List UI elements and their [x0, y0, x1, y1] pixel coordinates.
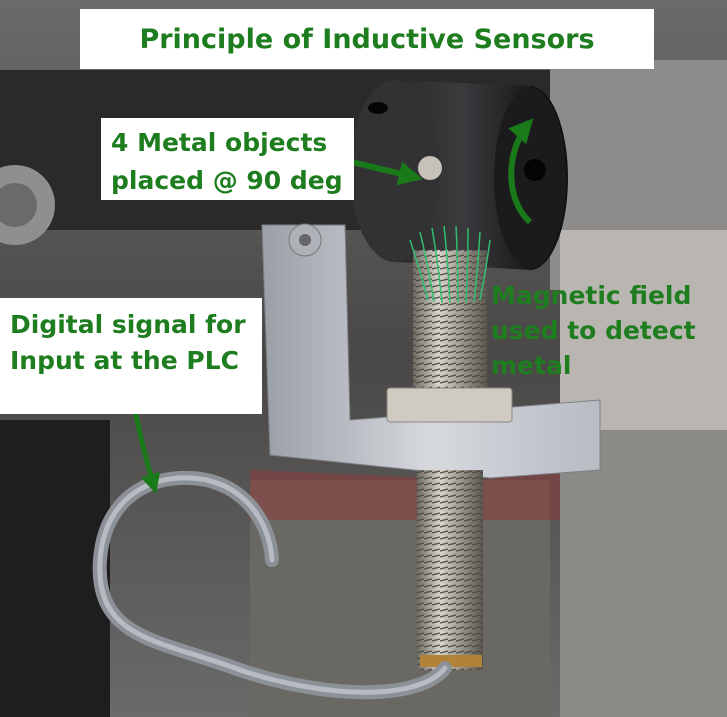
- magnetic-field-label: Magnetic field used to detect metal: [491, 278, 696, 383]
- title-text: Principle of Inductive Sensors: [139, 23, 595, 55]
- metal-objects-label: 4 Metal objects placed @ 90 deg: [101, 118, 354, 200]
- title-label: Principle of Inductive Sensors: [80, 9, 654, 69]
- magnetic-field-line-1: Magnetic field: [491, 281, 692, 310]
- metal-objects-line-2: placed @ 90 deg: [111, 166, 343, 195]
- digital-signal-line-1: Digital signal for: [10, 310, 246, 339]
- magnetic-field-line-3: metal: [491, 351, 572, 380]
- digital-signal-line-2: Input at the PLC: [10, 346, 239, 375]
- magnetic-field-line-2: used to detect: [491, 316, 696, 345]
- metal-objects-line-1: 4 Metal objects: [111, 128, 328, 157]
- digital-signal-label: Digital signal for Input at the PLC: [0, 298, 262, 414]
